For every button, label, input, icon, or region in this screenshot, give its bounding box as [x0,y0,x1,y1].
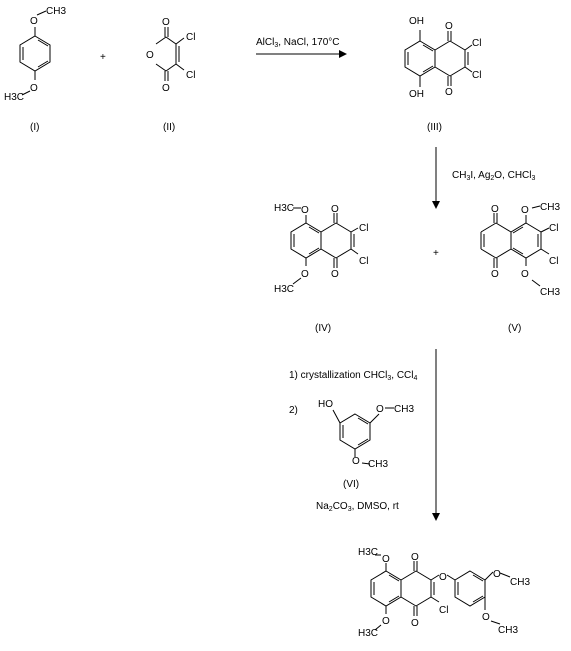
product-cl: Cl [439,605,448,616]
step3-line3: Na2CO3, DMSO, rt [316,501,399,513]
compound-I-h3c-bottom: H3C [4,92,24,103]
product: H3C O H3C O O O O Cl O CH3 O CH3 [358,547,530,639]
step3-step-number-2: 2) [289,405,298,416]
compound-I-o-bottom: O [30,83,38,94]
compound-III-label: (III) [427,122,442,133]
compound-II-o-ring: O [146,50,154,61]
step1-conditions: AlCl3, NaCl, 170°C [256,37,340,49]
compound-II-label: (II) [163,122,175,133]
product-aryl-o-2: O [482,612,490,623]
step2-conditions: CH3I, Ag2O, CHCl3 [452,170,536,182]
compound-IV: H3C O O H3C O O Cl Cl (IV) [274,203,368,334]
compound-V-bonds [480,205,550,287]
compound-I-o-top: O [30,16,38,27]
compound-V-o-methoxy-bottom: O [521,269,529,280]
compound-I: O CH3 O H3C (I) [4,6,66,133]
compound-V-label: (V) [508,323,521,334]
product-bonds [370,554,511,631]
plus-sign-1: + [100,52,106,63]
compound-VI-bonds [332,407,394,465]
compound-V-cl-2: Cl [549,256,558,267]
compound-II-bonds [155,27,185,81]
compound-IV-o-methoxy-bottom: O [301,269,309,280]
compound-IV-cl-2: Cl [359,256,368,267]
product-o-top: O [411,552,419,563]
compound-III-bonds [404,30,473,87]
product-aryl-o-1: O [493,569,501,580]
compound-VI-ch3-1: CH3 [394,404,414,415]
plus-sign-2: + [433,248,439,259]
compound-VI-label: (VI) [343,479,359,490]
compound-VI: HO O CH3 O CH3 (VI) [318,399,414,490]
compound-I-ch3-top: CH3 [46,6,66,17]
product-o-ether-link: O [439,572,447,583]
compound-IV-o-bottom: O [331,269,339,280]
compound-III-cl-1: Cl [472,38,481,49]
compound-I-label: (I) [30,122,39,133]
compound-V-o-methoxy-top: O [521,205,529,216]
compound-VI-ch3-2: CH3 [368,459,388,470]
product-h3c-top: H3C [358,547,378,558]
compound-IV-cl-1: Cl [359,223,368,234]
product-o-bottom: O [411,618,419,629]
compound-VI-o-1: O [376,404,384,415]
compound-III-cl-2: Cl [472,70,481,81]
compound-II-cl-1: Cl [186,32,195,43]
compound-IV-o-top: O [331,204,339,215]
product-aryl-ch3-1: CH3 [510,577,530,588]
compound-II-cl-2: Cl [186,70,195,81]
compound-V: O O O CH3 O CH3 Cl Cl (V) [480,202,560,334]
compound-V-ch3-top: CH3 [540,202,560,213]
compound-II: O O O Cl Cl (II) [146,17,195,133]
compound-VI-ho: HO [318,399,333,410]
compound-V-o-bottom: O [491,269,499,280]
compound-IV-h3c-top: H3C [274,203,294,214]
compound-II-o-top: O [162,17,170,28]
compound-V-ch3-bottom: CH3 [540,287,560,298]
compound-III-oh-top: OH [409,16,424,27]
compound-III-o-bottom: O [445,87,453,98]
compound-III-o-top: O [445,21,453,32]
product-o-methoxy-bottom: O [382,616,390,627]
compound-V-cl-1: Cl [549,223,558,234]
compound-IV-bonds [290,207,359,285]
product-o-methoxy-top: O [382,554,390,565]
product-aryl-ch3-2: CH3 [498,625,518,636]
compound-IV-h3c-bottom: H3C [274,284,294,295]
compound-IV-label: (IV) [315,323,331,334]
compound-III-oh-bottom: OH [409,89,424,100]
compound-III: OH OH O O Cl Cl (III) [404,16,481,133]
compound-II-o-bottom: O [162,83,170,94]
product-h3c-bottom: H3C [358,628,378,639]
compound-IV-o-methoxy-top: O [301,205,309,216]
compound-V-o-top: O [491,204,499,215]
compound-I-bonds [19,10,51,96]
compound-VI-o-2: O [352,456,360,467]
step3-line1: 1) crystallization CHCl3, CCl4 [289,370,418,382]
